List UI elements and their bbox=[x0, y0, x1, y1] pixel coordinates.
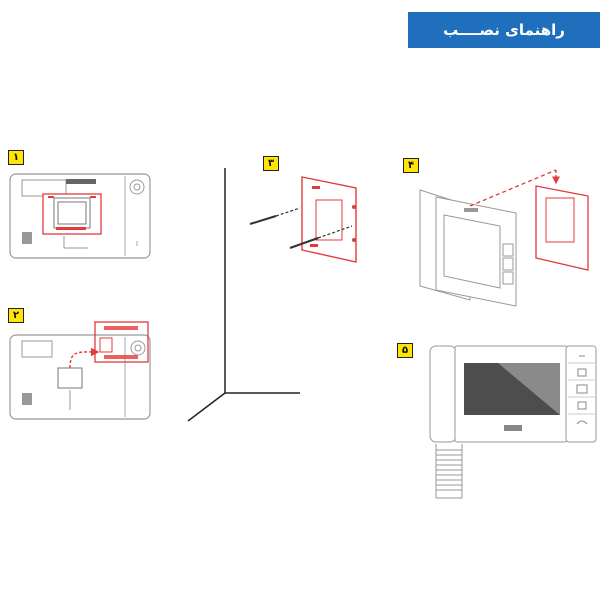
step4-bracket bbox=[535, 185, 589, 271]
step-badge-4: ۴ bbox=[403, 158, 419, 173]
monitor-screen bbox=[464, 363, 560, 415]
step5-monitor-front bbox=[429, 345, 597, 499]
page-title: راهنمای نصــــب bbox=[443, 21, 565, 39]
step-badge-5: ۵ bbox=[397, 343, 413, 358]
monitor-icon bbox=[576, 384, 588, 394]
page-title-banner: راهنمای نصــــب bbox=[408, 12, 600, 48]
vent-grille-icon bbox=[22, 232, 32, 244]
step-badge-2: ۲ bbox=[8, 308, 24, 323]
wall-corner bbox=[187, 168, 300, 422]
step-badge-1: ۱ bbox=[8, 150, 24, 165]
screw-icon bbox=[249, 207, 301, 225]
step-badge-3: ۳ bbox=[263, 156, 279, 171]
handset-icon bbox=[429, 345, 463, 499]
step2-monitor-back bbox=[9, 321, 151, 420]
intercom-icon bbox=[577, 368, 587, 377]
brand-logo bbox=[504, 425, 522, 431]
step4-monitor-side bbox=[419, 169, 589, 307]
step1-monitor-back bbox=[9, 173, 151, 259]
handset-button-icon bbox=[576, 420, 588, 425]
step2-bracket bbox=[94, 321, 149, 363]
door-icon bbox=[577, 401, 587, 410]
step3-bracket-with-screws bbox=[249, 176, 357, 263]
arrow-icon bbox=[69, 347, 100, 369]
screw-icon bbox=[289, 225, 353, 249]
step1-bracket bbox=[42, 193, 102, 235]
